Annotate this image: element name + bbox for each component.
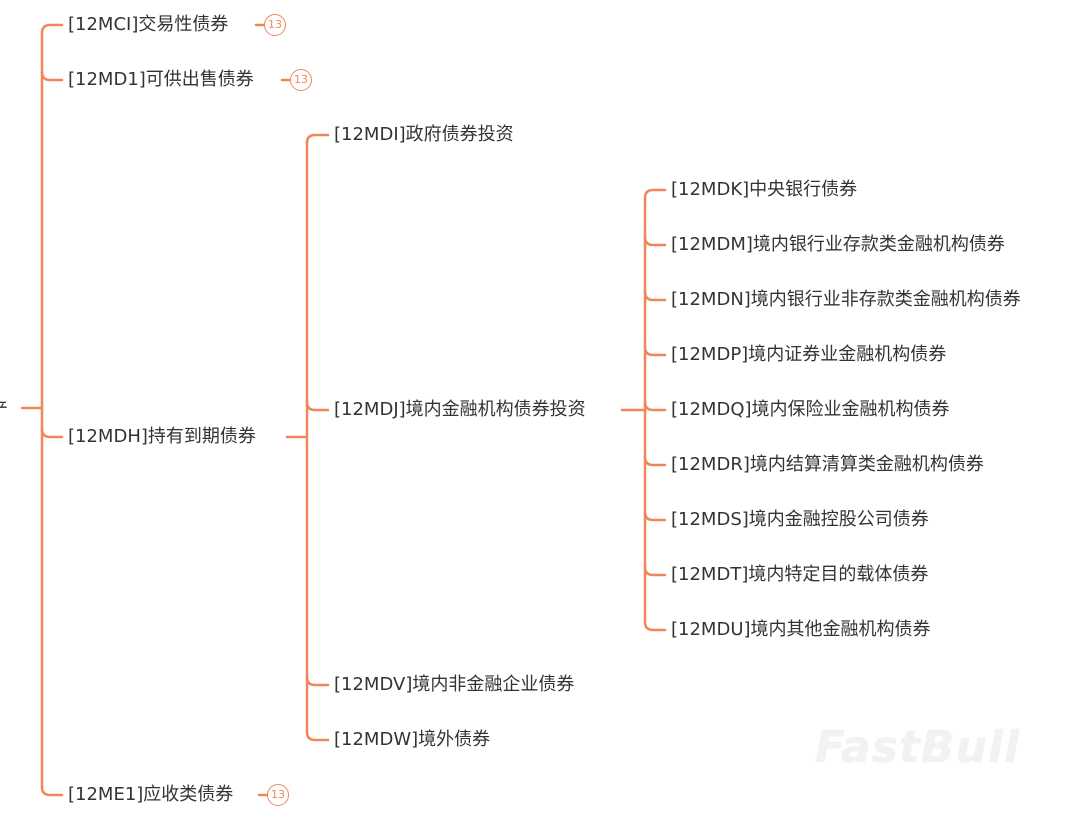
- node-12mdh[interactable]: [12MDH]持有到期债券: [68, 426, 256, 447]
- node-12mdw[interactable]: [12MDW]境外债券: [334, 729, 491, 750]
- root-node[interactable]: 产: [0, 395, 8, 421]
- connector-branch: [40, 23, 64, 35]
- collapsed-count-badge[interactable]: 13: [264, 14, 286, 36]
- node-12mdv[interactable]: [12MDV]境内非金融企业债券: [334, 674, 575, 695]
- connector-branch: [643, 455, 667, 467]
- connector-branch: [643, 188, 667, 200]
- node-12me1[interactable]: [12ME1]应收类债券: [68, 784, 234, 805]
- collapsed-count-badge[interactable]: 13: [267, 784, 289, 806]
- node-12md1[interactable]: [12MD1]可供出售债券: [68, 69, 254, 90]
- connector-branch: [305, 133, 330, 145]
- connector-branch: [305, 400, 330, 412]
- node-12mdi[interactable]: [12MDI]政府债券投资: [334, 124, 514, 145]
- connector-branch: [643, 565, 667, 577]
- connector-branch: [40, 70, 64, 82]
- connector-branch: [643, 290, 667, 302]
- connector-branch: [643, 510, 667, 522]
- node-12mci[interactable]: [12MCI]交易性债券: [68, 14, 229, 35]
- node-12mdt[interactable]: [12MDT]境内特定目的载体债券: [671, 564, 929, 585]
- connector-branch: [643, 620, 667, 632]
- node-12mdq[interactable]: [12MDQ]境内保险业金融机构债券: [671, 399, 950, 420]
- node-12mdk[interactable]: [12MDK]中央银行债券: [671, 179, 858, 200]
- node-12mdu[interactable]: [12MDU]境内其他金融机构债券: [671, 619, 931, 640]
- connector-branch: [305, 730, 330, 742]
- connector-branch: [643, 235, 667, 247]
- connector-branch: [643, 345, 667, 357]
- node-12mds[interactable]: [12MDS]境内金融控股公司债券: [671, 509, 929, 530]
- node-12mdp[interactable]: [12MDP]境内证券业金融机构债券: [671, 344, 947, 365]
- connector-branch: [643, 400, 667, 412]
- node-12mdm[interactable]: [12MDM]境内银行业存款类金融机构债券: [671, 234, 1005, 255]
- node-12mdr[interactable]: [12MDR]境内结算清算类金融机构债券: [671, 454, 984, 475]
- collapsed-count-badge[interactable]: 13: [290, 69, 312, 91]
- connector-branch: [40, 427, 64, 439]
- watermark-logo: FastBull: [815, 722, 1020, 773]
- node-12mdn[interactable]: [12MDN]境内银行业非存款类金融机构债券: [671, 289, 1021, 310]
- connector-branch: [40, 785, 64, 797]
- node-12mdj[interactable]: [12MDJ]境内金融机构债券投资: [334, 399, 586, 420]
- connector-branch: [305, 675, 330, 687]
